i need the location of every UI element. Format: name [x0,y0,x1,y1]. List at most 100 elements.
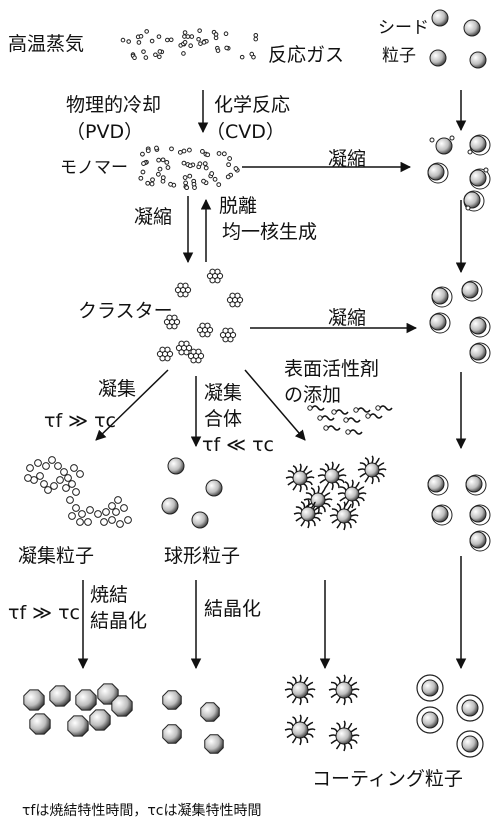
cluster-atom [178,340,185,347]
facet [29,713,51,735]
coated-particles-label: コーティング粒子 [312,768,463,790]
ligand [305,492,313,497]
ligand [299,674,302,683]
tau-gg-label: τf ≫ τc [44,410,116,432]
core-shell-particle [456,694,484,722]
coated-final [284,674,316,706]
ligand [331,482,334,491]
ligand [295,516,303,522]
aggregate-particle [114,496,122,504]
sintering-label: 焼結 [90,584,129,606]
monomer-dot [192,185,197,190]
ligand [303,483,308,491]
monomer-dot [164,159,170,165]
seed-particle [469,342,491,364]
shell [431,504,453,526]
cluster-atom [177,282,184,289]
ligand [307,688,316,691]
shell [469,134,491,156]
monomer-dot [227,156,233,161]
cluster-atom [214,277,221,284]
vapor-dot [185,34,191,39]
ligand [317,474,326,477]
ligand [286,693,294,699]
shell [427,162,449,184]
facet [23,689,45,711]
core [291,721,309,739]
vapor-dot [188,43,193,49]
aggregate-particle [94,510,102,518]
surfactant-head [323,425,329,431]
ligand [344,481,350,488]
aggregate-particle [112,508,120,516]
ligand [350,518,357,524]
sintered-particle [162,690,182,710]
vapor-dot [215,48,221,53]
core [461,699,479,717]
cluster-atom [229,301,236,308]
vapor-dot [156,34,162,39]
coated-final [328,720,360,752]
sintered-particle [67,715,89,737]
ligand [330,681,338,687]
ligand [357,486,365,492]
aggregate-particle [48,456,56,464]
ligand [378,472,385,478]
aggregate-particle [66,496,74,504]
monomer-dot [212,176,218,182]
aggregate-particle [72,504,80,512]
surfactant-tail [321,415,335,421]
ligand [359,462,367,467]
ligand [338,478,345,484]
sintered-particle [200,702,220,722]
monomer-dot [183,180,189,186]
ligand [359,472,367,478]
cluster-atom [209,268,216,275]
surfactant-head [375,405,381,411]
spherical-particles-label: 球形粒子 [164,545,241,567]
aggregate-particle [54,462,62,470]
cluster [156,346,174,362]
vapor-dot [213,35,219,41]
aggregate-particle [42,462,50,470]
core [364,462,380,478]
sintered-particle [75,689,97,711]
shell [429,312,451,334]
shell [461,280,483,302]
ligand [330,727,338,733]
shell [469,342,491,364]
aggregate-particle [68,512,76,520]
condensation-label-c: 凝縮 [328,307,367,329]
ligand [319,468,327,473]
aggregate-particle [76,470,84,478]
core [335,727,353,745]
seed-particle [469,504,491,526]
ligand [350,514,359,517]
cluster-atom [222,336,229,343]
aggregate-particle [116,520,124,528]
facet [89,709,111,731]
seed-particle [463,190,485,212]
pvd-label: （PVD） [66,121,144,143]
cluster-atom [204,331,211,338]
ligand [354,481,360,489]
aggregate-particle [72,488,80,496]
ligand [328,688,337,691]
core [429,49,447,67]
aggregate-particle [124,516,132,524]
condensation-label-a: 凝縮 [328,148,367,170]
ligand [351,479,354,488]
facet [200,702,220,722]
core [324,468,340,484]
cluster-atom [182,282,189,289]
core [421,679,439,697]
vapor-dot [168,37,174,43]
ligand [347,742,353,750]
facet [162,724,182,744]
ligand [351,500,354,509]
ligand [336,521,342,529]
vapor-dot [223,31,229,36]
coated-cluster [293,499,323,529]
core-shell-particle [416,706,444,734]
vapor-dot [165,37,170,43]
